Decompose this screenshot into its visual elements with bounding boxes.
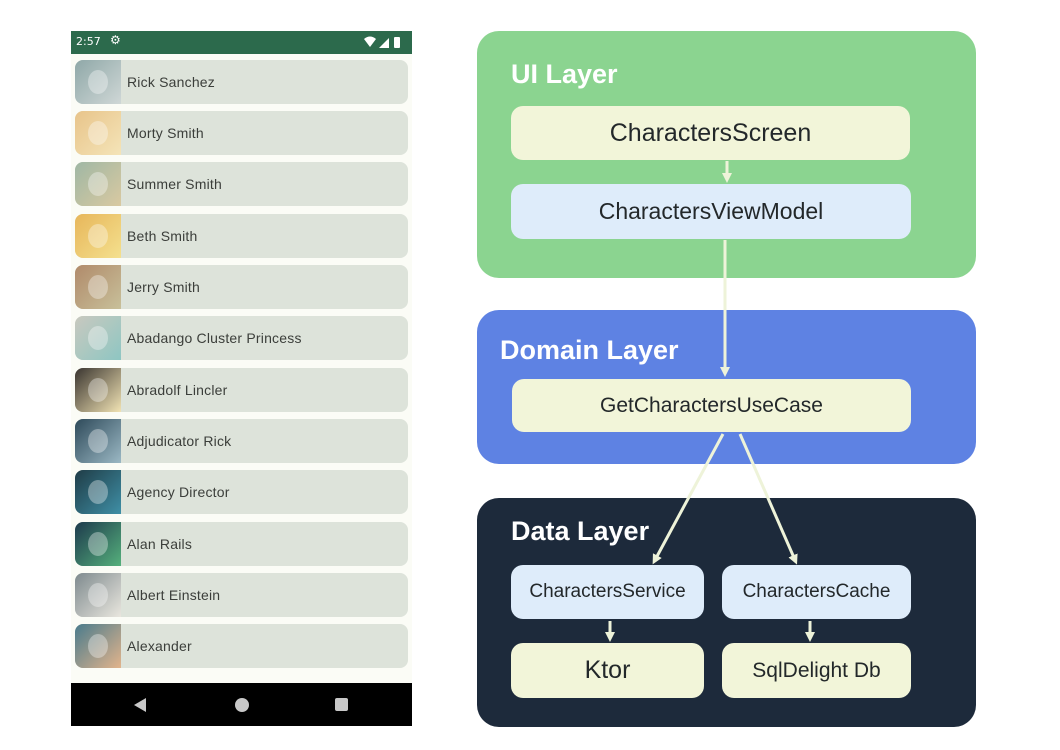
character-avatar bbox=[75, 573, 121, 617]
characters-cache-box: CharactersCache bbox=[722, 565, 911, 619]
character-row[interactable]: Jerry Smith bbox=[75, 265, 408, 309]
status-bar: 2:57 ⚙ bbox=[71, 31, 412, 54]
data-layer: Data Layer CharactersService CharactersC… bbox=[477, 498, 976, 727]
character-avatar bbox=[75, 470, 121, 514]
character-row[interactable]: Beth Smith bbox=[75, 214, 408, 258]
characters-screen-box: CharactersScreen bbox=[511, 106, 910, 160]
character-row[interactable]: Alan Rails bbox=[75, 522, 408, 566]
character-row[interactable]: Alexander bbox=[75, 624, 408, 668]
get-characters-usecase-box: GetCharactersUseCase bbox=[512, 379, 911, 432]
character-name: Jerry Smith bbox=[127, 279, 200, 295]
character-name: Agency Director bbox=[127, 484, 230, 500]
character-row[interactable]: Albert Einstein bbox=[75, 573, 408, 617]
character-avatar bbox=[75, 214, 121, 258]
data-layer-title: Data Layer bbox=[511, 516, 650, 546]
character-name: Abadango Cluster Princess bbox=[127, 330, 302, 346]
home-icon[interactable] bbox=[235, 698, 249, 712]
battery-icon bbox=[394, 37, 400, 48]
character-name: Summer Smith bbox=[127, 176, 222, 192]
character-row[interactable]: Abadango Cluster Princess bbox=[75, 316, 408, 360]
domain-layer: Domain Layer GetCharactersUseCase bbox=[477, 310, 976, 464]
ktor-box: Ktor bbox=[511, 643, 704, 698]
character-row[interactable]: Adjudicator Rick bbox=[75, 419, 408, 463]
status-icons bbox=[364, 36, 400, 48]
status-time: 2:57 bbox=[76, 35, 101, 48]
characters-service-box: CharactersService bbox=[511, 565, 704, 619]
character-row[interactable]: Summer Smith bbox=[75, 162, 408, 206]
character-row[interactable]: Agency Director bbox=[75, 470, 408, 514]
back-icon[interactable] bbox=[134, 698, 146, 712]
character-name: Beth Smith bbox=[127, 228, 198, 244]
character-row[interactable]: Morty Smith bbox=[75, 111, 408, 155]
character-avatar bbox=[75, 624, 121, 668]
gear-icon: ⚙ bbox=[110, 33, 121, 47]
ui-layer: UI Layer CharactersScreen CharactersView… bbox=[477, 31, 976, 278]
character-name: Alan Rails bbox=[127, 536, 193, 552]
character-name: Adjudicator Rick bbox=[127, 433, 232, 449]
character-avatar bbox=[75, 522, 121, 566]
character-avatar bbox=[75, 60, 121, 104]
character-name: Albert Einstein bbox=[127, 587, 221, 603]
navigation-bar bbox=[71, 683, 412, 726]
character-row[interactable]: Rick Sanchez bbox=[75, 60, 408, 104]
recents-icon[interactable] bbox=[335, 698, 348, 711]
character-avatar bbox=[75, 368, 121, 412]
character-avatar bbox=[75, 316, 121, 360]
character-avatar bbox=[75, 111, 121, 155]
ui-layer-title: UI Layer bbox=[511, 59, 618, 89]
domain-layer-title: Domain Layer bbox=[500, 335, 679, 365]
character-avatar bbox=[75, 162, 121, 206]
character-name: Rick Sanchez bbox=[127, 74, 215, 90]
character-avatar bbox=[75, 265, 121, 309]
characters-viewmodel-box: CharactersViewModel bbox=[511, 184, 911, 239]
character-row[interactable]: Abradolf Lincler bbox=[75, 368, 408, 412]
signal-icon bbox=[379, 38, 389, 48]
sqldelight-db-box: SqlDelight Db bbox=[722, 643, 911, 698]
character-name: Alexander bbox=[127, 638, 192, 654]
character-avatar bbox=[75, 419, 121, 463]
wifi-icon bbox=[364, 36, 376, 47]
character-name: Morty Smith bbox=[127, 125, 204, 141]
character-name: Abradolf Lincler bbox=[127, 382, 228, 398]
